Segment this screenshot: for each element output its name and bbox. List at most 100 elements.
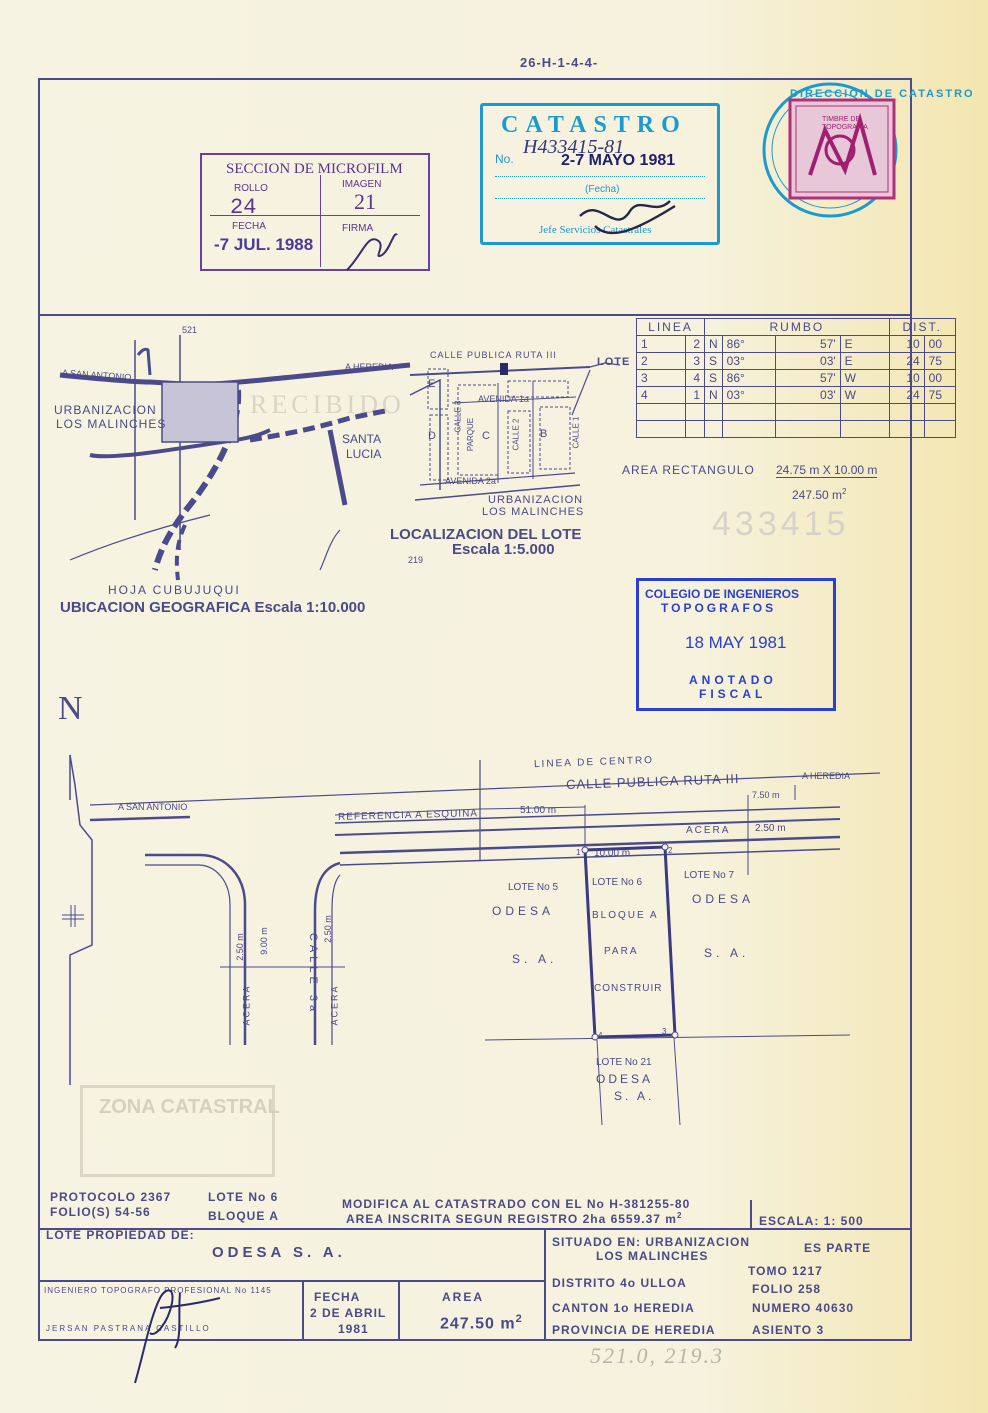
area-rectangulo-dims: 24.75 m X 10.00 m	[776, 463, 878, 478]
plan-calle-width: 9.00 m	[258, 927, 269, 955]
engineer-signature	[134, 1289, 221, 1384]
lot-calle-1: CALLE 1	[571, 416, 581, 449]
colegio-line4: FISCAL	[699, 687, 767, 701]
area-rectangulo-value: 247.50 m2	[792, 487, 847, 502]
cell: 00	[923, 369, 956, 387]
fecha-label: FECHA	[232, 221, 266, 232]
table-row: 4 1 N 03° 03' W 24 75	[636, 386, 956, 404]
plan-acera: ACERA	[686, 825, 731, 836]
lote21-owner: ODESA	[596, 1072, 654, 1086]
lot-street: CALLE PUBLICA RUTA III	[430, 350, 557, 360]
lote21-title: LOTE No 21	[596, 1057, 652, 1068]
reference-code: 26-H-1-4-4-	[520, 55, 599, 70]
drawing-frame	[38, 78, 912, 1341]
lote5-sa: S. A.	[512, 952, 558, 966]
lote6-construir: CONSTRUIR	[594, 983, 663, 994]
bearings-table: LINEA RUMBO DIST. 1 2 N 86° 57' E 10 00 …	[636, 318, 956, 438]
plan-to-heredia: A HEREDIA	[802, 771, 851, 781]
plan-ref-dist: 51.00 m	[520, 805, 557, 816]
seal-text: DIRECCION DE CATASTRO	[790, 88, 975, 100]
corner-3: 3	[662, 1027, 667, 1036]
stamp-divider	[210, 215, 420, 216]
area-inscrita-exponent: 2	[676, 1211, 683, 1220]
corner-1: 1	[576, 848, 581, 857]
cell: 03°	[721, 352, 776, 370]
es-parte: ES PARTE	[804, 1241, 872, 1255]
firma-label: FIRMA	[342, 223, 374, 234]
plan-acera-width: 2.50 m	[755, 823, 786, 834]
cell: 24	[888, 386, 925, 404]
footer-divider	[750, 1200, 752, 1230]
cell: 2	[685, 335, 705, 353]
lot-parque: PARQUE	[466, 417, 476, 452]
imagen-label: IMAGEN	[342, 179, 382, 190]
footer-divider	[398, 1280, 400, 1341]
ingeniero-label: INGENIERO TOPOGRAFO PROFESIONAL No 1145	[44, 1286, 272, 1295]
lot-block-c: C	[482, 430, 490, 442]
situado-label: SITUADO EN: URBANIZACION	[552, 1235, 750, 1249]
area-unit-exponent: 2	[842, 487, 847, 496]
plan-acera-right: ACERA	[329, 984, 340, 1026]
lot-avenida-2: AVENIDA 2a	[445, 476, 496, 486]
corner-2: 2	[668, 846, 673, 855]
map-lucia: LUCIA	[346, 447, 382, 461]
folios: FOLIO(S) 54-56	[50, 1205, 151, 1219]
area-label-footer: AREA	[442, 1290, 485, 1304]
footer-divider	[544, 1228, 546, 1341]
footer-bloque: BLOQUE A	[208, 1209, 279, 1223]
asiento: ASIENTO 3	[752, 1323, 825, 1337]
cell: 2	[636, 352, 686, 370]
situado-value: LOS MALINCHES	[596, 1249, 709, 1263]
map-sheet-name: HOJA CUBUJUQUI	[108, 583, 241, 597]
colegio-line3: ANOTADO	[689, 673, 777, 687]
footer-divider	[38, 1228, 912, 1230]
cell: 4	[636, 386, 686, 404]
cell: 86°	[721, 335, 776, 353]
col-header-rumbo: RUMBO	[704, 318, 890, 336]
area-inscrita: AREA INSCRITA SEGUN REGISTRO 2ha 6559.37…	[346, 1211, 682, 1226]
lote-propiedad-label: LOTE PROPIEDAD DE:	[46, 1228, 195, 1242]
cell: 1	[636, 335, 686, 353]
plan-side-acera-width-right: 2.50 m	[322, 915, 333, 943]
colegio-stamp: COLEGIO DE INGENIEROS TOPOGRAFOS 18 MAY …	[636, 578, 836, 711]
microfilm-signature	[346, 233, 398, 271]
cell: 4	[685, 369, 705, 387]
microfilm-date: -7 JUL. 1988	[214, 235, 314, 254]
plan-calle-3: CALLE 3a	[307, 932, 320, 1016]
escala: ESCALA: 1: 500	[759, 1214, 864, 1228]
lote5-title: LOTE No 5	[508, 882, 559, 893]
lot-avenida-1: AVENIDA 1a	[478, 394, 529, 404]
col-header-dist: DIST.	[888, 318, 956, 336]
location-map	[59, 335, 411, 581]
protocolo: PROTOCOLO 2367	[50, 1190, 172, 1204]
site-plan	[62, 754, 881, 1126]
plan-width-750: 7.50 m	[752, 790, 780, 800]
ingeniero-name: JERSAN PASTRANA CASTILLO	[46, 1324, 211, 1333]
catastro-fecha-label: (Fecha)	[585, 184, 620, 195]
catastro-stamp: CATASTRO No. H433415-81 2-7 MAYO 1981 (F…	[480, 103, 720, 245]
lot-los-malinches: LOS MALINCHES	[482, 506, 585, 518]
map-santa: SANTA	[342, 432, 382, 446]
lote6-bloque: BLOQUE A	[592, 910, 659, 921]
owner-name: ODESA S. A.	[212, 1244, 346, 1261]
cell: 86°	[721, 369, 776, 387]
lot-calle-3: CALLE 3	[453, 400, 463, 433]
lot-map-title: LOCALIZACION DEL LOTE	[390, 526, 582, 543]
table-row: 3 4 S 86° 57' W 10 00	[636, 369, 956, 387]
header-divider	[38, 314, 912, 316]
area-footer-text: 247.50 m	[440, 1315, 516, 1333]
area-rectangulo-label: AREA RECTANGULO	[622, 463, 755, 477]
table-row: 2 3 S 03° 03' E 24 75	[636, 352, 956, 370]
timbre-label: TIMBRE DE TOPOGRAFIA	[822, 116, 868, 131]
cell: N	[704, 386, 723, 404]
lote6-title: LOTE No 6	[592, 877, 643, 888]
area-footer-exponent: 2	[515, 1313, 523, 1325]
cell: 3	[685, 352, 705, 370]
area-inscrita-text: AREA INSCRITA SEGUN REGISTRO 2ha 6559.37…	[346, 1212, 677, 1226]
cell: S	[704, 369, 723, 387]
table-row	[636, 420, 956, 438]
north-arrow-icon: N	[58, 690, 83, 727]
tomo: TOMO 1217	[748, 1264, 823, 1278]
microfilm-title: SECCION DE MICROFILM	[226, 161, 403, 177]
